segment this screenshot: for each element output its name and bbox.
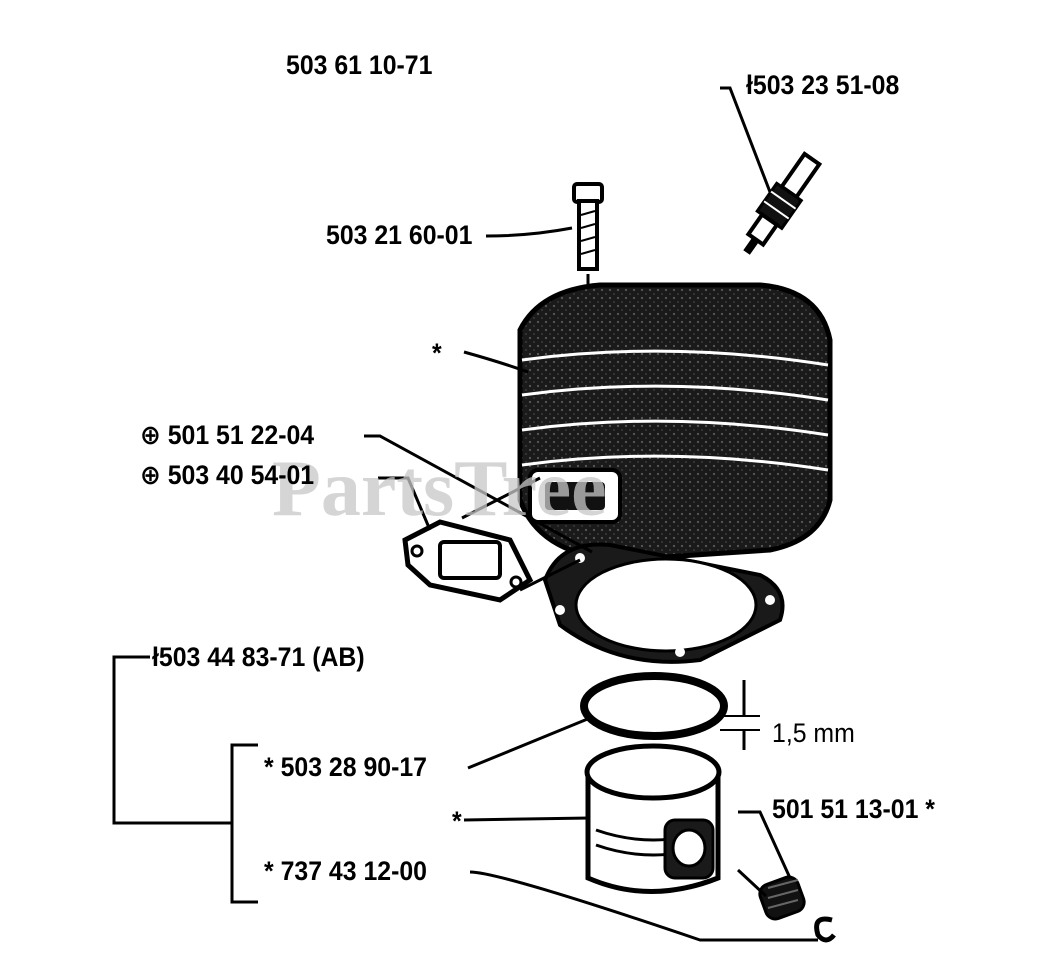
spark-plug-part bbox=[743, 151, 823, 255]
label-circlip: * 737 43 12-00 bbox=[264, 856, 427, 886]
label-cylinder-assembly: 503 61 10-71 bbox=[286, 50, 433, 80]
label-piston-kit: ł503 44 83-71 (AB) bbox=[152, 642, 365, 672]
base-gasket-part bbox=[542, 542, 785, 664]
label-spark-plug: ł503 23 51-08 bbox=[746, 70, 900, 100]
label-gasket-b: ⊕ 503 40 54-01 bbox=[140, 460, 315, 490]
leader-lines bbox=[364, 86, 818, 942]
piston-ring-part bbox=[580, 672, 728, 740]
label-ring-dimension: 1,5 mm bbox=[772, 718, 855, 748]
label-piston-ring: * 503 28 90-17 bbox=[264, 752, 427, 782]
circlip-part bbox=[814, 916, 836, 943]
exhaust-gasket-part bbox=[402, 519, 534, 603]
label-screw: 503 21 60-01 bbox=[326, 220, 473, 250]
watermark-text: PartsTree bbox=[272, 445, 607, 533]
cylinder-part bbox=[517, 282, 833, 563]
label-piston-pin: 501 51 13-01 * bbox=[772, 794, 935, 824]
piston-pin-part bbox=[758, 875, 806, 921]
kit-brackets bbox=[112, 655, 258, 904]
label-gasket-a: ⊕ 501 51 22-04 bbox=[140, 420, 315, 450]
piston-part bbox=[584, 743, 722, 894]
label-cylinder-asterisk: * bbox=[432, 338, 442, 368]
label-piston-asterisk: * bbox=[452, 806, 462, 836]
screw-part bbox=[572, 182, 604, 320]
ring-dimension-marks bbox=[720, 680, 760, 750]
